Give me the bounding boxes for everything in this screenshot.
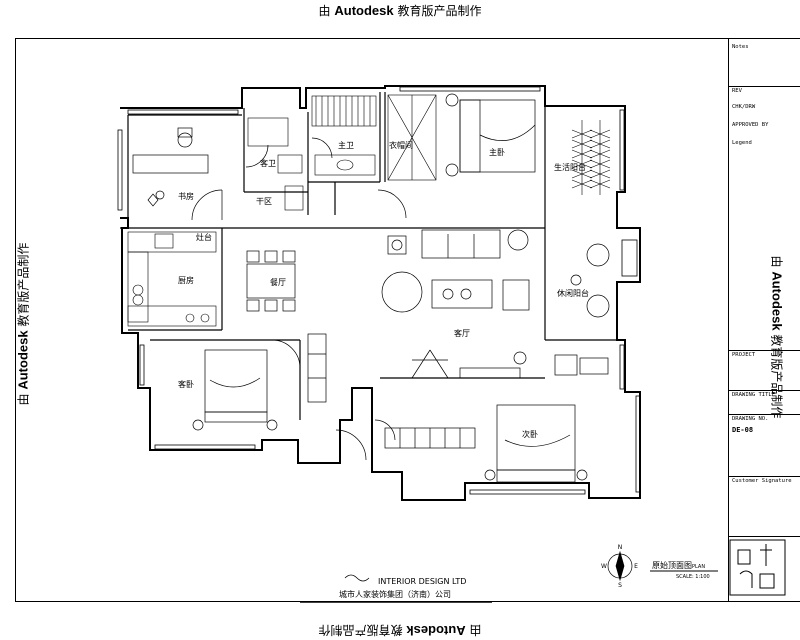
svg-text:S: S xyxy=(618,582,622,589)
company-name-en: INTERIOR DESIGN LTD xyxy=(378,577,466,586)
room-label-guest-bedroom: 客卧 xyxy=(178,379,194,389)
svg-text:N: N xyxy=(618,544,623,551)
room-label-service-balcony: 生活阳台 xyxy=(554,162,586,172)
compass-icon: N S E W xyxy=(601,544,638,589)
tb-project: PROJECT xyxy=(732,352,756,358)
room-label-master-bath: 主卫 xyxy=(338,140,354,150)
room-label-dining: 餐厅 xyxy=(270,278,286,287)
tb-approved: APPROVED BY xyxy=(732,122,769,128)
seal-logo xyxy=(729,539,786,596)
room-label-leisure-balcony: 休闲阳台 xyxy=(557,288,589,298)
tb-rev: REV xyxy=(732,88,742,94)
title-block: Notes REV CHK/DRW APPROVED BY Legend PRO… xyxy=(728,38,800,602)
drawing-title: 原始顶面图 xyxy=(652,560,692,570)
svg-text:E: E xyxy=(634,563,638,570)
room-label-master-bedroom: 主卧 xyxy=(489,147,505,157)
company-block: INTERIOR DESIGN LTD 城市人家装饰集团（济南）公司 xyxy=(300,574,492,603)
watermark-top: 由 Autodesk 教育版产品制作 xyxy=(318,3,482,18)
room-label-living: 客厅 xyxy=(454,328,470,338)
room-label-study: 书房 xyxy=(178,191,194,201)
room-label-dry-area: 干区 xyxy=(256,197,272,206)
room-label-second-bedroom: 次卧 xyxy=(522,429,538,439)
tb-legend: Legend xyxy=(732,140,752,146)
tb-checked: CHK/DRW xyxy=(732,104,756,110)
room-label-wardrobe: 衣帽间 xyxy=(389,140,413,150)
room-label-kitchen: 厨房 xyxy=(178,275,194,285)
tb-drawing-no: DE-08 xyxy=(732,426,754,434)
drawing-scale: SCALE: 1:100 xyxy=(676,574,710,580)
room-label-stove: 灶台 xyxy=(196,232,212,242)
tb-customer-signature: Customer Signature xyxy=(732,478,792,484)
tb-drawing-no-label: DRAWING NO. xyxy=(732,416,769,422)
tb-drawing-title: DRAWING TITLE xyxy=(732,392,776,398)
room-label-public-bath: 客卫 xyxy=(260,158,276,168)
tb-notes: Notes xyxy=(732,44,749,50)
drawing-title-en: PLAN xyxy=(692,564,705,570)
company-name-cn: 城市人家装饰集团（济南）公司 xyxy=(339,589,451,599)
svg-text:W: W xyxy=(601,563,607,570)
